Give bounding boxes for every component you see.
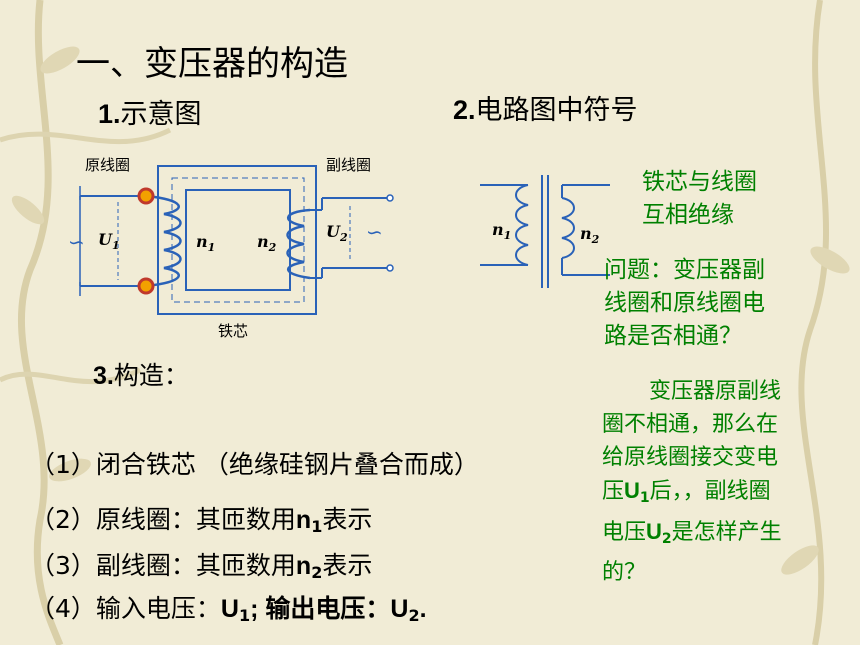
insulation-note: 铁芯与线圈 互相绝缘 [642,169,757,228]
voltage-u2-label: U2 [326,222,348,245]
symbol-n2-label: n2 [580,224,600,247]
turns-n1-label: n1 [196,232,216,255]
section-structure-heading: 3.构造： [93,356,189,392]
answer-note: 变压器原副线 圈不相通，那么在 给原线圈接交变电 压U1后，，副线圈 电压U2是… [602,379,782,585]
turns-n2-label: n2 [257,232,277,255]
section-number: 2. [453,95,476,125]
slide-title: 一、变压器的构造 [76,44,348,84]
question-note: 问题：变压器副 线圈和原线圈电 路是否相通？ [604,257,765,349]
primary-coil-label: 原线圈 [85,156,131,174]
circuit-symbol-drawing [480,175,610,288]
section-label: 示意图 [120,99,202,130]
voltage-u1-label: U1 [98,230,120,253]
transformer-schematic: 原线圈 副线圈 铁芯 ∽ ∽ U1 U2 n1 n2 [60,150,410,350]
section-number: 3. [93,362,114,390]
core-label: 铁芯 [218,322,249,340]
transformer-circuit-symbol: n1 n2 [470,170,650,300]
structure-item-3: （3）副线圈：其匝数用n2表示 [30,551,373,582]
section-schematic-heading: 1.示意图 [98,92,202,131]
section-label: 构造： [113,361,189,390]
section-number: 1. [98,99,121,129]
transformer-diagram [79,165,394,315]
section-symbol-heading: 2.电路图中符号 [453,88,638,127]
structure-item-2: （2）原线圈：其匝数用n1表示 [30,505,373,536]
symbol-n1-label: n1 [492,220,512,243]
ac-output-symbol: ∽ [366,220,383,244]
ac-source-symbol: ∽ [68,230,85,254]
secondary-coil-label: 副线圈 [326,156,372,174]
structure-item-1: （1）闭合铁芯 （绝缘硅钢片叠合而成） [30,450,479,479]
section-label: 电路图中符号 [475,95,638,126]
structure-item-4: （4）输入电压：U1; 输出电压：U2. [30,594,427,625]
